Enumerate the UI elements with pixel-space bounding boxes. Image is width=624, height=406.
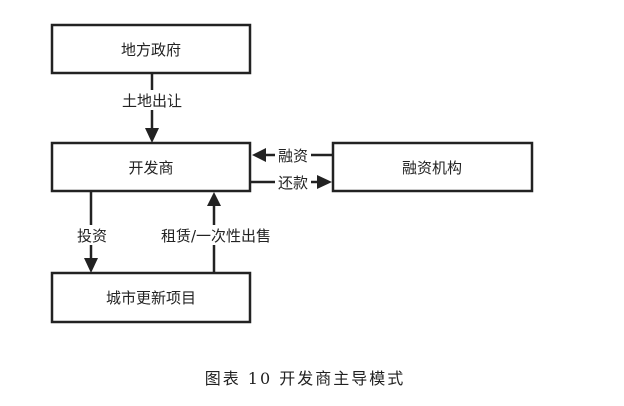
edge-land-transfer-label: 土地出让 bbox=[122, 92, 182, 110]
node-government-label: 地方政府 bbox=[121, 41, 181, 59]
arrowhead-left-icon bbox=[252, 148, 266, 162]
arrowhead-up-icon bbox=[207, 192, 221, 206]
edge-financing: 融资 bbox=[252, 146, 333, 166]
edge-investment: 投资 bbox=[73, 191, 111, 273]
arrowhead-right-icon bbox=[317, 175, 332, 189]
node-project: 城市更新项目 bbox=[50, 271, 252, 324]
node-developer-label: 开发商 bbox=[128, 159, 173, 177]
edge-lease-sale: 租赁/一次性出售 bbox=[150, 192, 282, 273]
node-government: 地方政府 bbox=[50, 23, 252, 75]
figure-caption: 图表 10 开发商主导模式 bbox=[205, 369, 406, 388]
node-financier-label: 融资机构 bbox=[402, 159, 462, 177]
edge-lease-sale-label: 租赁/一次性出售 bbox=[161, 227, 271, 245]
edge-financing-label: 融资 bbox=[278, 147, 308, 165]
node-financier: 融资机构 bbox=[331, 141, 534, 193]
node-developer: 开发商 bbox=[50, 141, 252, 193]
edge-repayment-label: 还款 bbox=[278, 174, 308, 192]
edge-investment-label: 投资 bbox=[77, 227, 107, 245]
arrowhead-down-icon bbox=[84, 258, 98, 273]
edge-repayment: 还款 bbox=[250, 173, 332, 193]
arrowhead-down-icon bbox=[145, 128, 159, 143]
edge-land-transfer: 土地出让 bbox=[116, 73, 188, 143]
node-project-label: 城市更新项目 bbox=[106, 289, 196, 307]
